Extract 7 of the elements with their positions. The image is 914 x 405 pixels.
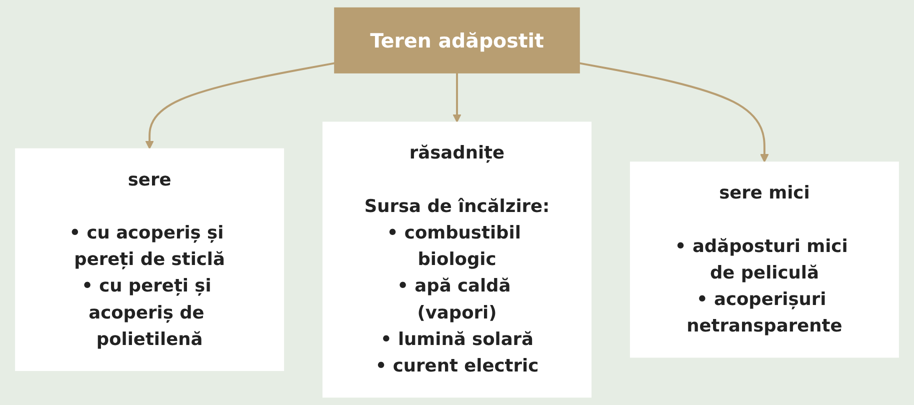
arrow [452, 72, 462, 123]
arrow [145, 62, 335, 150]
node-box: răsadnițe Sursa de încălzire: • combustibil biologic • apă caldă (vapori) • lumină solară • curent electric [322, 122, 592, 398]
node-box: sere • cu acoperiș și pereți de sticlă • cu pereți și acoperiș de polietilenă [15, 148, 284, 371]
arrow [579, 62, 769, 162]
node-box: Teren adăpostit [334, 7, 580, 74]
node-box: sere mici • adăposturi mici de peliculă • acoperișuri netransparente [630, 162, 899, 358]
